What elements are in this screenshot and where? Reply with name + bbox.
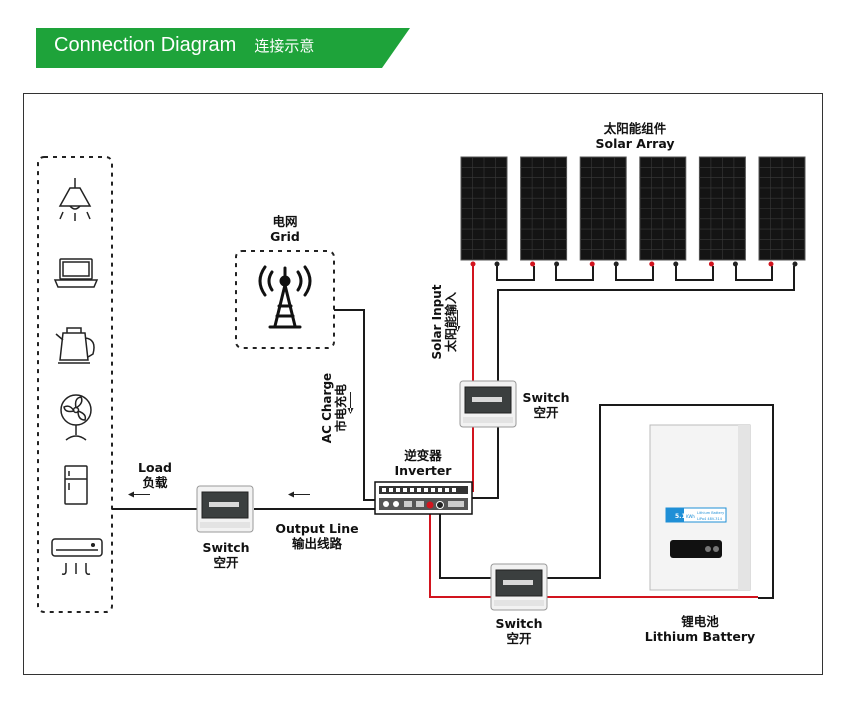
banner-title: Connection Diagram 连接示意 [54, 34, 314, 57]
lithium-battery-label-en: Lithium Battery [644, 629, 756, 644]
lithium-battery-label: 锂电池 Lithium Battery [640, 614, 760, 644]
grid-tower-icon [258, 265, 312, 329]
solar-input-label-cn: 太阳能输入 [444, 292, 458, 353]
output-line-label-cn: 输出线路 [291, 536, 342, 551]
load-arrow [128, 491, 150, 498]
solar-array [460, 156, 806, 267]
switches [196, 380, 548, 611]
solar-input-label: Solar Input 太阳能输入 [430, 277, 460, 367]
solar-array-label-en: Solar Array [595, 136, 675, 151]
load-label-en: Load [138, 460, 172, 475]
wire-grid-inverter [334, 309, 375, 501]
solar-input-arrow [454, 310, 461, 332]
grid-label-cn: 电网 [272, 214, 298, 229]
switch-top-breaker [459, 380, 517, 428]
load-label-cn: 负载 [142, 475, 168, 490]
ac-charge-label: AC Charge 市电充电 [320, 363, 350, 453]
inverter-label-en: Inverter [394, 463, 452, 478]
output-line-label-en: Output Line [275, 521, 359, 536]
switch-top-label-cn: 空开 [533, 405, 559, 420]
switch-bottom-label-cn: 空开 [506, 631, 532, 646]
battery-tag-model: LiPo4 48V-314 [697, 517, 723, 521]
lithium-battery-unit [649, 424, 751, 591]
banner-title-cn: 连接示意 [254, 38, 315, 55]
ac-charge-label-cn: 市电充电 [334, 384, 348, 433]
load-label: Load 负载 [125, 460, 185, 490]
inverter-unit [374, 481, 473, 515]
kettle-icon [55, 327, 95, 364]
lamp-icon [58, 178, 92, 221]
wire-switch-battery-black [546, 404, 774, 599]
battery-tag-brand: Lithium Battery [697, 511, 724, 515]
inverter-label: 逆变器 Inverter [388, 448, 458, 478]
grid-box [235, 250, 335, 349]
lithium-battery-label-cn: 锂电池 [681, 614, 719, 629]
wire-inverter-switch-black [439, 510, 491, 579]
solar-panel [520, 156, 568, 267]
output-line-label: Output Line 输出线路 [272, 521, 362, 551]
air-conditioner-icon [51, 538, 103, 575]
title-banner: Connection Diagram 连接示意 [36, 28, 410, 68]
solar-array-label-cn: 太阳能组件 [603, 121, 667, 136]
grid-label-en: Grid [270, 229, 300, 244]
switch-top-label: Switch 空开 [516, 390, 576, 420]
inverter-label-cn: 逆变器 [404, 448, 442, 463]
solar-array-label: 太阳能组件 Solar Array [590, 121, 680, 151]
solar-panel [579, 156, 627, 267]
banner-title-en: Connection Diagram [54, 34, 237, 56]
solar-panel [639, 156, 687, 267]
solar-input-label-en: Solar Input [430, 284, 444, 360]
red-wires [429, 266, 758, 598]
load-group-box [37, 156, 113, 613]
switch-bottom-label: Switch 空开 [489, 616, 549, 646]
laptop-icon [53, 258, 99, 288]
fan-icon [60, 394, 92, 441]
switch-left-label: Switch 空开 [196, 540, 256, 570]
wire-inverter-switch-red [429, 510, 491, 598]
battery-capacity-unit: KWh [686, 514, 695, 519]
ac-charge-arrow [347, 392, 354, 414]
switch-bottom-breaker [490, 563, 548, 611]
black-wires [112, 266, 795, 599]
switch-left-label-en: Switch [202, 540, 250, 555]
switch-left-breaker [196, 485, 254, 533]
switch-left-label-cn: 空开 [213, 555, 239, 570]
diagram-frame [23, 93, 823, 675]
output-arrow [288, 491, 310, 498]
solar-panel [698, 156, 746, 267]
flow-arrows [128, 310, 461, 498]
solar-panel [758, 156, 806, 267]
battery-capacity: 5.12 [675, 513, 690, 520]
fridge-icon [64, 465, 88, 505]
grid-label: 电网 Grid [250, 214, 320, 244]
ac-charge-label-en: AC Charge [320, 372, 334, 444]
switch-top-label-en: Switch [522, 390, 570, 405]
wire-solar-negative [470, 266, 795, 499]
switch-bottom-label-en: Switch [495, 616, 543, 631]
wire-panel-series [496, 266, 773, 281]
solar-panel [460, 156, 508, 267]
banner-shape [36, 28, 410, 68]
